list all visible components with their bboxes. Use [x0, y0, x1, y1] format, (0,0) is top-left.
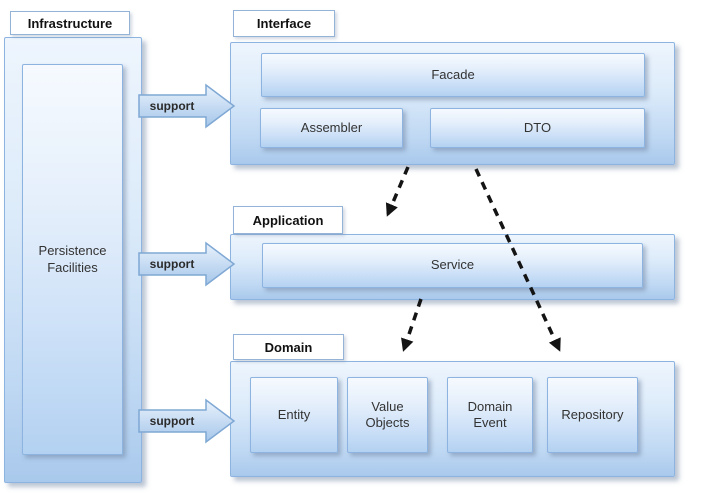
interface-label: Interface	[233, 10, 335, 37]
support-arrow-domain: support	[138, 398, 236, 444]
arrow-interface-to-application	[385, 166, 410, 217]
assembler-box: Assembler	[260, 108, 403, 148]
right-arrow-icon	[138, 241, 236, 287]
support-arrow-interface: support	[138, 83, 236, 129]
infrastructure-label: Infrastructure	[10, 11, 130, 35]
right-arrow-icon	[138, 398, 236, 444]
facade-box: Facade	[261, 53, 645, 97]
value-objects-box: Value Objects	[347, 377, 428, 453]
entity-box: Entity	[250, 377, 338, 453]
support-arrow-label: support	[149, 414, 195, 428]
dto-box: DTO	[430, 108, 645, 148]
domain-event-box: Domain Event	[447, 377, 533, 453]
support-arrow-label: support	[149, 99, 195, 113]
repository-box: Repository	[547, 377, 638, 453]
arrow-application-to-domain	[401, 298, 423, 352]
service-box: Service	[262, 243, 643, 288]
support-arrow-label: support	[149, 257, 195, 271]
right-arrow-icon	[138, 83, 236, 129]
domain-label: Domain	[233, 334, 344, 360]
persistence-facilities-box: Persistence Facilities	[22, 64, 123, 455]
support-arrow-application: support	[138, 241, 236, 287]
application-label: Application	[233, 206, 343, 234]
